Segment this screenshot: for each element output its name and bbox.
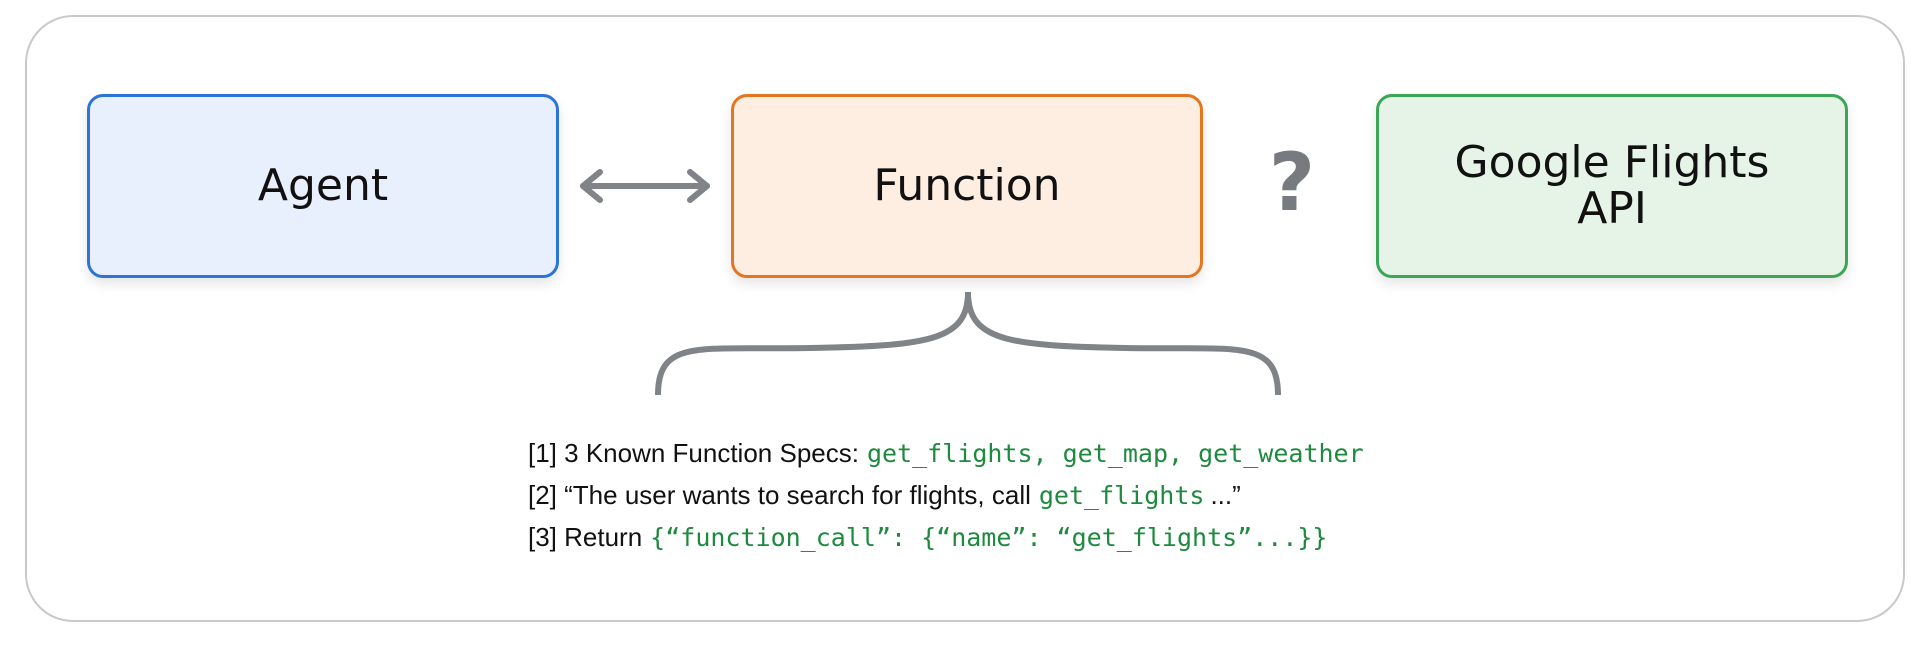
agent-node-label: Agent bbox=[257, 159, 389, 211]
api-node-label: Google Flights API bbox=[1454, 136, 1770, 234]
function-detail-brace bbox=[655, 291, 1281, 396]
google-flights-api-node: Google Flights API bbox=[1376, 94, 1848, 278]
agent-function-double-arrow bbox=[580, 169, 710, 203]
agent-node: Agent bbox=[87, 94, 559, 278]
function-node-label: Function bbox=[873, 159, 1061, 211]
function-spec-notes: [1] 3 Known Function Specs:get_flights, … bbox=[528, 432, 1364, 558]
note-user-intent: [2] “The user wants to search for flight… bbox=[528, 474, 1364, 516]
note-2-code: get_flights bbox=[1038, 481, 1205, 510]
note-3-code: {“function_call”: {“name”: “get_flights”… bbox=[650, 523, 1328, 552]
note-3-text: [3] Return bbox=[528, 522, 643, 552]
note-2-text: [2] “The user wants to search for flight… bbox=[528, 480, 1031, 510]
unknown-link-symbol: ? bbox=[1268, 136, 1316, 229]
note-return-function-call: [3] Return{“function_call”: {“name”: “ge… bbox=[528, 516, 1364, 558]
function-node: Function bbox=[731, 94, 1203, 278]
note-1-text: [1] 3 Known Function Specs: bbox=[528, 438, 859, 468]
note-known-function-specs: [1] 3 Known Function Specs:get_flights, … bbox=[528, 432, 1364, 474]
note-2-suffix: ...” bbox=[1210, 480, 1241, 510]
note-1-code: get_flights, get_map, get_weather bbox=[866, 439, 1364, 468]
